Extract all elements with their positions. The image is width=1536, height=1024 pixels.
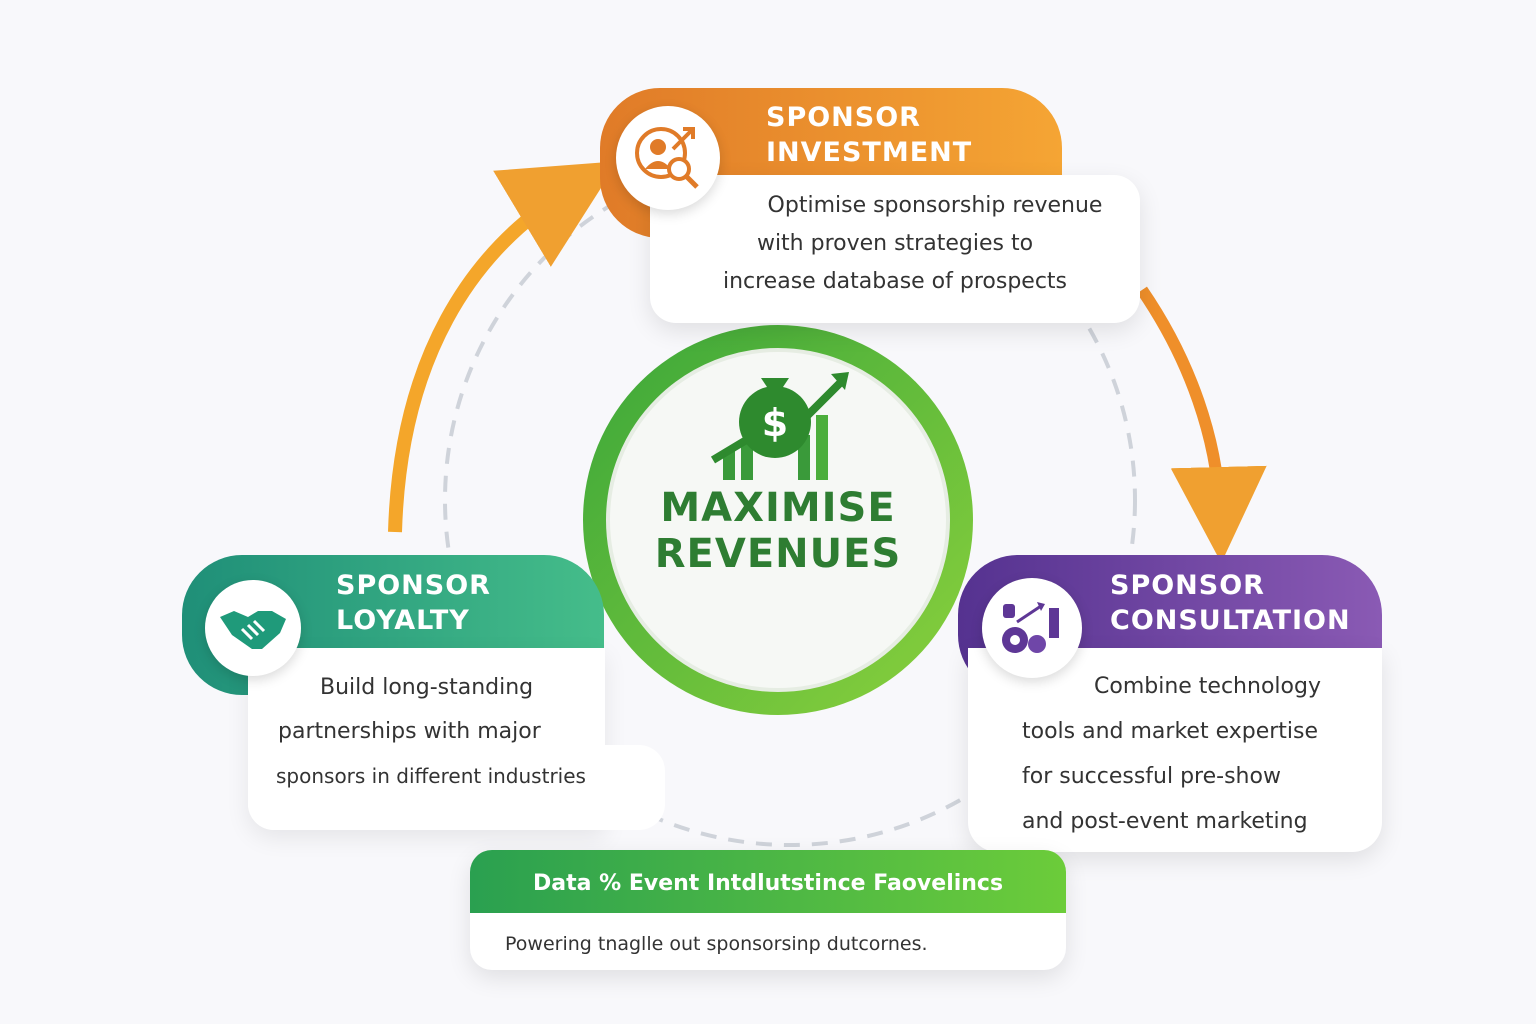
consultation-body: Combine technology tools and market expe… [968, 648, 1382, 852]
investment-title-line2: INVESTMENT [766, 137, 973, 168]
investment-line: Optimise sponsorship revenue [767, 193, 1103, 218]
gear-chart-icon [982, 578, 1082, 678]
loyalty-line: partnerships with major [278, 719, 541, 744]
svg-text:$: $ [762, 401, 788, 445]
money-bag-growth-icon: $ [598, 360, 958, 485]
loyalty-line: Build long-standing [320, 675, 534, 700]
arrow-investment-to-consultation [1137, 286, 1267, 563]
center-title-line1: MAXIMISE [660, 485, 896, 531]
consultation-line: Combine technology [1094, 674, 1321, 699]
investment-line: with proven strategies to [756, 231, 1034, 256]
arrow-loyalty-to-investment [388, 161, 619, 533]
banner-title: Data % Event Intdlutstince Faovelincs [533, 871, 1004, 896]
consultation-line: and post-event marketing [1022, 809, 1308, 834]
loyalty-body-ext [248, 745, 665, 830]
handshake-icon [205, 580, 301, 676]
consultation-title-line1: SPONSOR [1110, 570, 1265, 601]
loyalty-line: sponsors in different industries [276, 764, 586, 788]
consultation-line: for successful pre-show [1022, 764, 1281, 789]
loyalty-title-line2: LOYALTY [336, 605, 470, 636]
banner-subtitle: Powering tnaglle out sponsorsinp dutcorn… [505, 933, 928, 955]
consultation-line: tools and market expertise [1022, 719, 1319, 744]
user-search-growth-icon [616, 106, 720, 210]
consultation-title-line2: CONSULTATION [1110, 605, 1351, 636]
investment-body: Optimise sponsorship revenue with proven… [650, 175, 1140, 323]
center-hub: $ MAXIMISE REVENUES [598, 360, 958, 600]
investment-title-line1: SPONSOR [766, 102, 921, 133]
investment-line: increase database of prospects [722, 269, 1068, 294]
loyalty-title-line1: SPONSOR [336, 570, 491, 601]
center-title-line2: REVENUES [654, 531, 902, 577]
